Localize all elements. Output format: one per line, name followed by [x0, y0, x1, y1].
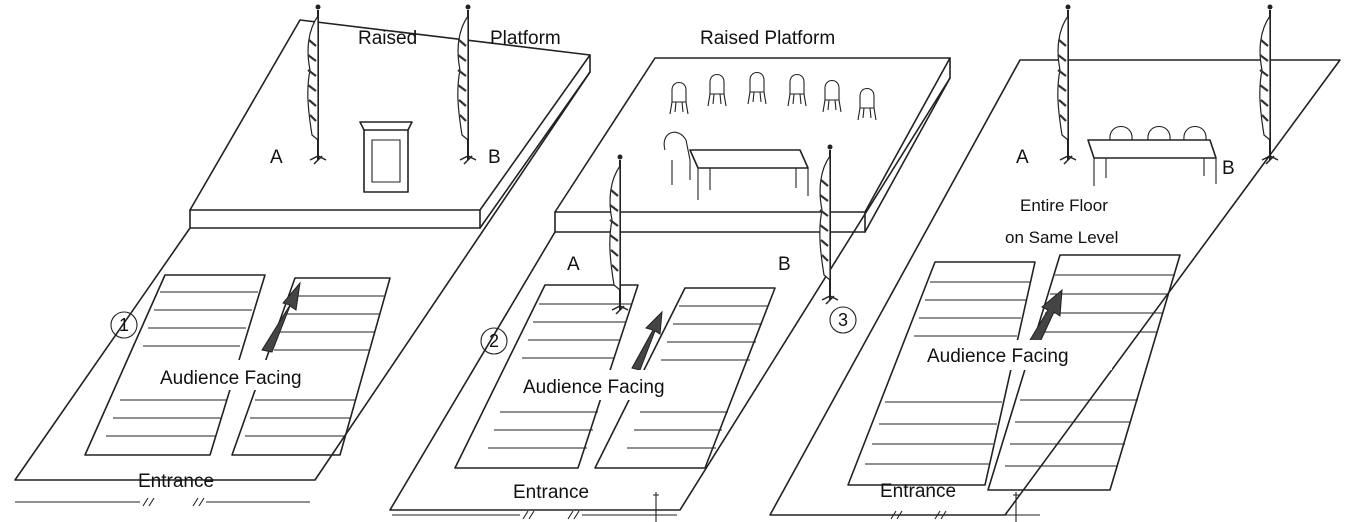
layout-number-circle-2 — [480, 327, 508, 355]
table-3 — [1087, 125, 1217, 186]
layout-1: 1 Raised Platform A B Audience Facing En… — [14, 3, 591, 507]
flag-b-label-2: B — [778, 254, 791, 275]
flag-a-1 — [306, 3, 328, 166]
layout-3: 3 A B Entire Floor on Same Level Audienc… — [769, 3, 1341, 522]
lectern-1 — [359, 121, 413, 193]
flag-a-label-2: A — [567, 254, 580, 275]
seating-right-3 — [987, 254, 1181, 491]
floor-label-line2-3: on Same Level — [1005, 228, 1118, 247]
flag-b-3 — [1258, 3, 1280, 166]
flag-b-label-3: B — [1222, 158, 1235, 179]
flag-b-2 — [818, 143, 840, 306]
entrance-label-2: Entrance — [513, 482, 589, 503]
layout-number-3: 3 — [838, 310, 848, 330]
chairs-row-2 — [669, 71, 877, 121]
platform-label-left-1: Raised — [358, 28, 417, 49]
layout-number-circle-3 — [829, 306, 857, 334]
facing-label-1: Audience Facing — [160, 368, 302, 389]
facing-label-2: Audience Facing — [523, 377, 665, 398]
entrance-label-1: Entrance — [138, 471, 214, 492]
facing-arrow-1 — [261, 281, 301, 353]
table-2 — [663, 131, 809, 200]
floor-3 — [769, 59, 1341, 516]
flag-b-label-1: B — [488, 147, 501, 168]
facing-arrow-2 — [631, 310, 663, 371]
flag-a-3 — [1056, 3, 1078, 166]
floor-label-line1-3: Entire Floor — [1020, 196, 1108, 215]
facing-arrow-3 — [1029, 288, 1063, 343]
floor-1 — [14, 71, 591, 481]
platform-label-right-1: Platform — [490, 28, 561, 49]
flag-a-2 — [608, 153, 630, 316]
entrance-label-3: Entrance — [880, 481, 956, 502]
seating-right-2 — [594, 287, 776, 469]
flag-a-label-3: A — [1016, 147, 1029, 168]
layout-number-1: 1 — [119, 315, 129, 335]
flag-b-1 — [456, 3, 478, 166]
seating-left-3 — [847, 261, 1036, 486]
layout-2: 2 Raised Platform A B Audience Facing En… — [389, 28, 951, 522]
facing-label-3: Audience Facing — [927, 346, 1069, 367]
layout-number-circle-1 — [110, 311, 138, 339]
seating-left-1 — [84, 274, 266, 456]
layout-number-2: 2 — [489, 331, 499, 351]
platform-label-2: Raised Platform — [700, 28, 835, 49]
seating-left-2 — [454, 284, 639, 469]
floor-2 — [389, 77, 951, 511]
seating-right-1 — [231, 277, 391, 456]
flag-a-label-1: A — [270, 147, 283, 168]
